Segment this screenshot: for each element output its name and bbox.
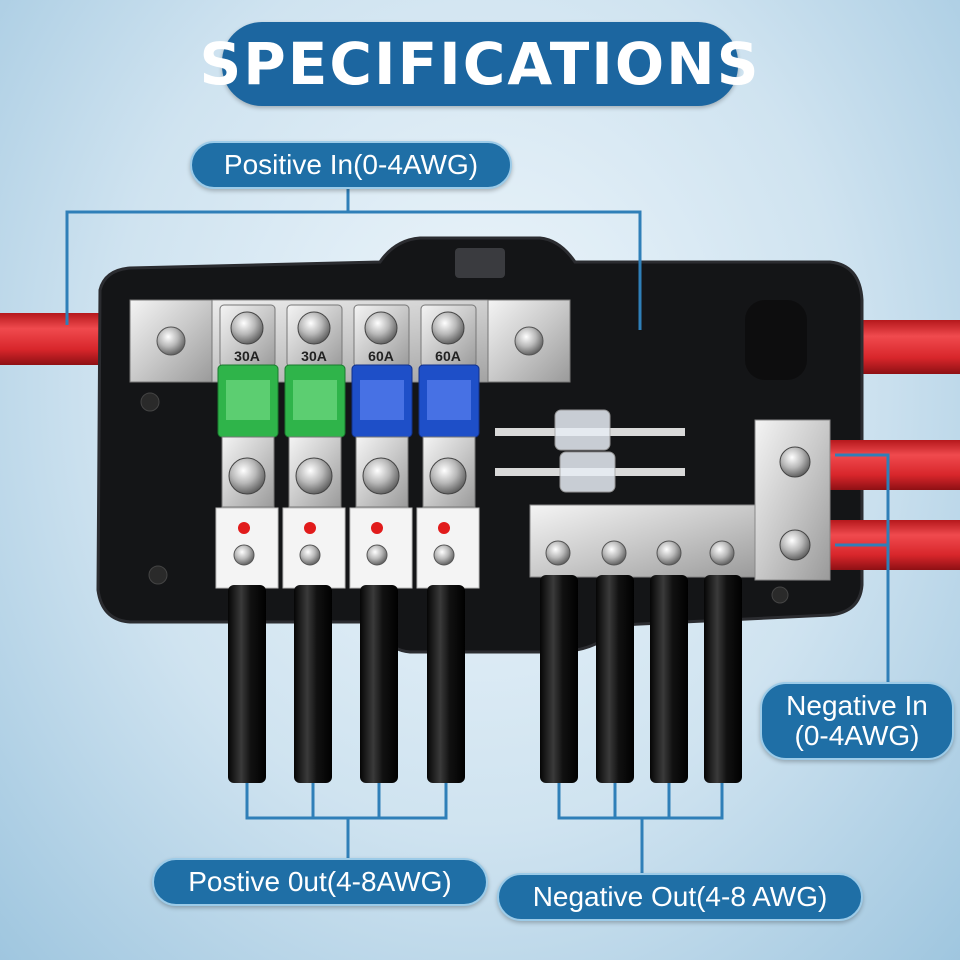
cable-grommet xyxy=(745,300,807,380)
fuse-rating-3: 60A xyxy=(368,348,394,364)
negative-input-wire-1 xyxy=(830,440,960,490)
fuse-slot-3 xyxy=(349,304,413,589)
negative-in-label-line1: Negative In xyxy=(786,690,928,721)
positive-output-wire-2 xyxy=(294,585,332,783)
terminal-bolt xyxy=(156,326,186,356)
page-title: SPECIFICATIONS xyxy=(200,22,758,106)
negative-output-wire-4 xyxy=(704,575,742,783)
terminal-bolt xyxy=(514,326,544,356)
fuse-rating-4: 60A xyxy=(435,348,461,364)
positive-output-wire-4 xyxy=(427,585,465,783)
fuse-slot-4 xyxy=(416,304,480,589)
fuse-rating-1: 30A xyxy=(234,348,260,364)
housing-latch xyxy=(455,248,505,278)
fuse-slot-2 xyxy=(282,304,346,589)
positive-output-wire-3 xyxy=(360,585,398,783)
positive-output-wire-1 xyxy=(228,585,266,783)
mount-hole xyxy=(148,565,168,585)
positive-in-label: Positive In(0-4AWG) xyxy=(190,141,512,189)
led-indicator xyxy=(304,522,316,534)
fuse-slot-1 xyxy=(215,304,279,589)
negative-in-label-line2: (0-4AWG) xyxy=(794,720,920,751)
negative-output-wire-2 xyxy=(596,575,634,783)
negative-in-label: Negative In (0-4AWG) xyxy=(760,682,954,760)
mount-hole xyxy=(140,392,160,412)
negative-output-wire-3 xyxy=(650,575,688,783)
led-indicator xyxy=(371,522,383,534)
negative-output-wire-1 xyxy=(540,575,578,783)
negative-out-label: Negative Out(4-8 AWG) xyxy=(497,873,863,921)
fuse-rating-2: 30A xyxy=(301,348,327,364)
callout-lines xyxy=(65,182,890,878)
led-indicator xyxy=(238,522,250,534)
mount-hole xyxy=(771,586,789,604)
mini-fuses xyxy=(495,409,685,493)
led-indicator xyxy=(438,522,450,534)
positive-out-label: Postive 0ut(4-8AWG) xyxy=(152,858,488,906)
